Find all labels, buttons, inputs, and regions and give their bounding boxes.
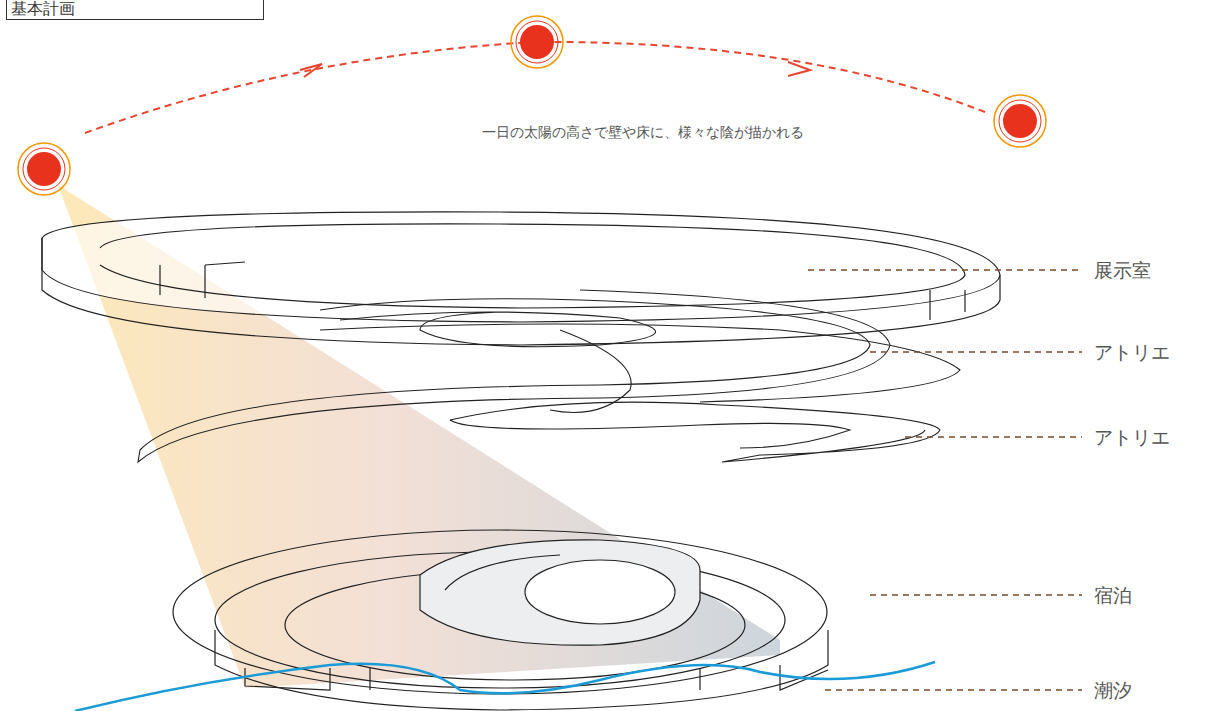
sun-note: 一日の太陽の高さで壁や床に、様々な陰が描かれる — [482, 124, 804, 142]
tide-line — [75, 662, 935, 711]
part-label: アトリエ — [1094, 425, 1170, 451]
title-box: 基本計画 — [6, 0, 264, 20]
part-label: アトリエ — [1094, 340, 1170, 366]
diagram-title: 基本計画 — [7, 0, 263, 18]
part-label: 展示室 — [1094, 258, 1151, 284]
sun-symbol — [18, 143, 70, 195]
sun-symbol — [511, 16, 563, 68]
sun-symbol — [994, 95, 1046, 147]
part-label: 潮汐 — [1094, 678, 1132, 704]
sun-path-arrow — [788, 62, 810, 76]
atelier-floor — [138, 290, 960, 462]
exhibition-floor — [42, 212, 1000, 345]
lodging-floor — [173, 530, 828, 710]
part-label: 宿泊 — [1094, 583, 1132, 609]
leader-line — [808, 270, 1082, 690]
sun-path-arrow — [300, 64, 322, 77]
